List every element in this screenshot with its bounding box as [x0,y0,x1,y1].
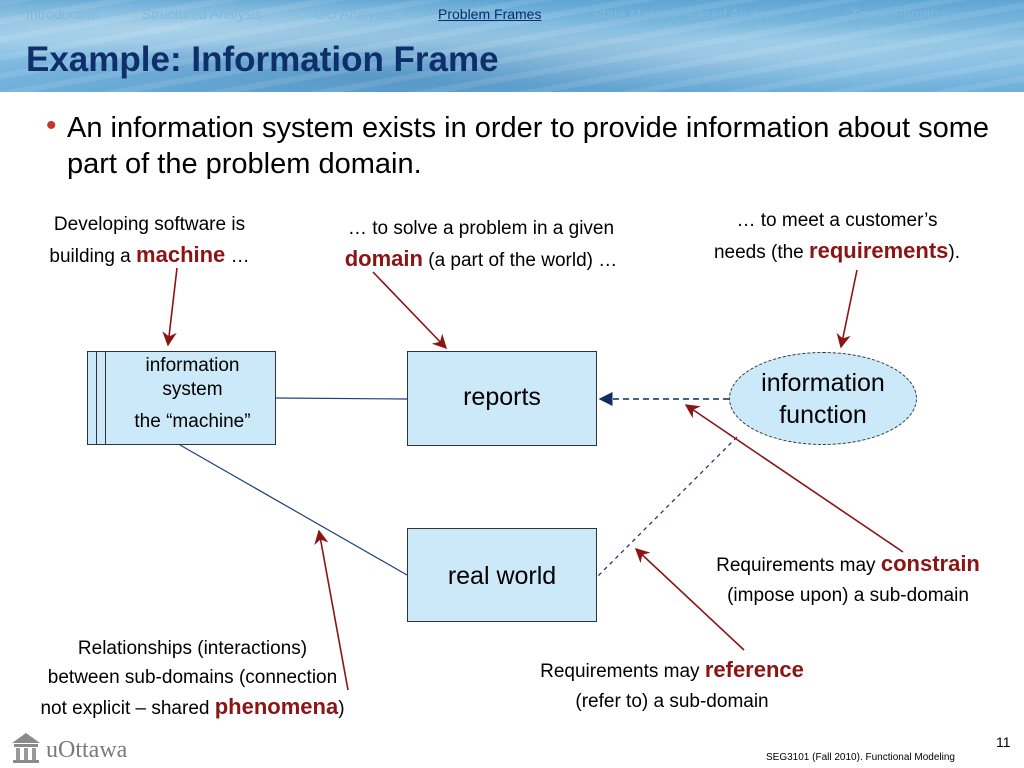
course-footer: SEG3101 (Fall 2010). Functional Modeling [766,752,955,763]
arrow-machine [162,267,178,347]
machine-label: information system the “machine” [110,354,275,434]
annotation-machine-ellipsis: … [225,246,250,267]
nav-item-structured-analysis[interactable]: Structured Analysis [142,6,262,22]
annotation-constrain-line2: (impose upon) a sub-domain [727,585,969,606]
machine-stripe [96,352,97,444]
keyword-domain: domain [344,246,423,271]
machine-label-line2: system [162,379,223,400]
dashed-function-realworld [597,436,738,577]
arrow-requirements [836,269,858,349]
annotation-phen-close: ) [338,698,345,719]
nav-item-oo-analysis[interactable]: OO Analysis [315,6,393,22]
annotation-constrain: Requirements may constrain (impose upon)… [683,549,1013,611]
annotation-domain: … to solve a problem in a given domain (… [311,214,651,276]
slide-title: Example: Information Frame [26,40,499,79]
arrow-phenomena [314,529,349,691]
link-machine-reports [275,397,408,400]
function-label-line2: function [779,401,867,429]
annotation-constrain-text: Requirements may [716,555,881,576]
arrow-reference [634,548,745,651]
annotation-phenomena: Relationships (interactions) between sub… [5,634,380,723]
annotation-phen-line1: Relationships (interactions) [77,638,308,659]
machine-label-line3: the “machine” [134,411,251,432]
header-banner: Introduction Structured Analysis OO Anal… [0,0,1024,92]
annotation-domain-text: (a part of the world) … [422,250,618,271]
annotation-reference: Requirements may reference (refer to) a … [507,655,837,717]
annotation-req-line1: … to meet a customer’s [736,210,938,231]
keyword-reference: reference [704,657,804,682]
bullet-text: An information system exists in order to… [67,112,989,180]
arrow-domain [372,271,447,350]
keyword-constrain: constrain [880,551,980,576]
annotation-machine-text: building a [49,246,137,267]
keyword-phenomena: phenomena [214,694,339,719]
machine-label-line1: information [145,355,240,376]
uottawa-wordmark: uOttawa [46,737,128,763]
link-machine-realworld [179,444,408,576]
nav-item-triage-prioritization[interactable]: Triage/Prioritization [851,6,972,22]
nav-item-problem-frames[interactable]: Problem Frames [438,6,542,22]
annotation-machine-line1: Developing software is [53,214,246,235]
reports-box: reports [407,351,597,446]
function-label-line1: information [761,369,885,397]
annotation-phen-text: not explicit – shared [40,698,215,719]
annotation-domain-line1: … to solve a problem in a given [347,218,615,239]
uottawa-logo-icon [12,733,40,763]
annotation-reference-text: Requirements may [540,661,705,682]
nav-item-state-machine-analysis[interactable]: State Machine-Based Analysis [593,6,783,22]
information-function-ellipse: information function [729,352,917,445]
keyword-machine: machine [136,242,226,267]
function-label: information function [730,367,916,431]
section-nav: Introduction Structured Analysis OO Anal… [0,6,1024,26]
real-world-label: real world [447,562,557,590]
bullet-dot-icon: • [46,109,57,142]
annotation-req-close: ). [948,242,961,263]
annotation-reference-line2: (refer to) a sub-domain [575,691,769,712]
arrow-constrain [684,404,904,553]
water-texture [0,0,1024,92]
real-world-box: real world [407,528,597,622]
nav-item-introduction[interactable]: Introduction [26,6,100,22]
page-number: 11 [996,734,1011,750]
reports-label: reports [463,383,541,411]
machine-domain-box: information system the “machine” [87,351,276,445]
keyword-requirements: requirements [809,238,949,263]
annotation-machine: Developing software is building a machin… [27,210,272,272]
annotation-req-text: needs (the [713,242,810,263]
machine-stripe [105,352,106,444]
annotation-phen-line2: between sub-domains (connection [47,667,338,688]
annotation-requirements: … to meet a customer’s needs (the requir… [682,206,992,268]
